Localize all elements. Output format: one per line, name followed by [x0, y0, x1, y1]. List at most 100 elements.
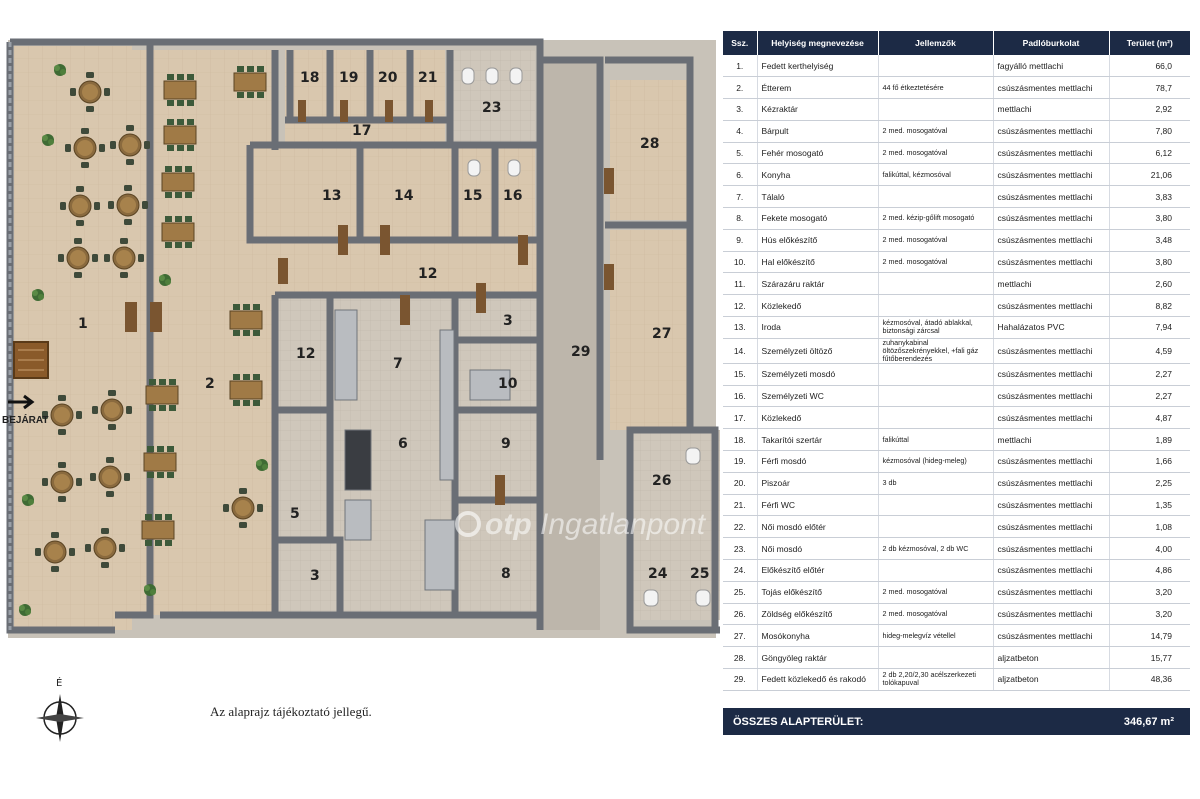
cell-features: kézmosóval (hideg-meleg) — [878, 450, 994, 473]
cell-name: Fedett kerthelyiség — [757, 55, 879, 78]
cell-floor: mettlachi — [993, 272, 1110, 296]
room-label-5: 5 — [290, 506, 300, 522]
room-label-21: 21 — [418, 70, 437, 86]
cell-features: 2 med. mosogatóval — [878, 229, 994, 252]
cell-area: 3,83 — [1109, 185, 1190, 209]
cell-name: Női mosdó — [757, 537, 879, 561]
cell-area: 78,7 — [1109, 76, 1190, 100]
header-area: Terület (m²) — [1109, 31, 1190, 55]
cell-no: 21. — [723, 494, 758, 517]
cell-area: 1,08 — [1109, 515, 1190, 539]
room-label-10: 10 — [498, 376, 518, 392]
cell-features — [878, 98, 994, 121]
compass-label: É — [56, 676, 62, 689]
room-label-18: 18 — [300, 70, 319, 86]
cell-name: Személyzeti öltöző — [757, 338, 879, 364]
cell-area: 1,35 — [1109, 494, 1190, 517]
cell-floor: csúszásmentes mettlachi — [993, 294, 1110, 318]
room-28-area — [610, 80, 690, 220]
cell-no: 23. — [723, 537, 758, 561]
room-label-3: 3 — [310, 568, 320, 584]
cell-no: 17. — [723, 406, 758, 430]
cell-name: Hal előkészítő — [757, 251, 879, 274]
cell-features: kézmosóval, átadó ablakkal, biztonsági z… — [878, 316, 994, 339]
cell-floor: csúszásmentes mettlachi — [993, 142, 1110, 165]
cell-features: 2 med. mosogatóval — [878, 142, 994, 165]
cell-area: 3,20 — [1109, 581, 1190, 604]
cell-floor: csúszásmentes mettlachi — [993, 581, 1110, 604]
cell-area: 66,0 — [1109, 55, 1190, 78]
cell-no: 28. — [723, 646, 758, 670]
cell-area: 4,86 — [1109, 559, 1190, 582]
room-label-13: 13 — [322, 188, 341, 204]
disclaimer-text: Az alaprajz tájékoztató jellegű. — [210, 704, 372, 719]
cell-no: 25. — [723, 581, 758, 604]
header-name: Helyiség megnevezése — [757, 31, 879, 55]
cell-features — [878, 515, 994, 539]
cell-floor: csúszásmentes mettlachi — [993, 207, 1110, 230]
cell-no: 11. — [723, 272, 758, 296]
room-27-area — [610, 230, 690, 430]
cell-floor: csúszásmentes mettlachi — [993, 120, 1110, 143]
cell-area: 4,87 — [1109, 406, 1190, 430]
cell-floor: csúszásmentes mettlachi — [993, 472, 1110, 495]
room-label-7: 7 — [393, 356, 403, 372]
doors — [125, 100, 614, 505]
cell-features — [878, 363, 994, 386]
entrance-arrow — [8, 394, 35, 410]
cell-no: 6. — [723, 163, 758, 187]
cell-features — [878, 406, 994, 430]
room-label-19: 19 — [339, 70, 358, 86]
cell-floor: csúszásmentes mettlachi — [993, 363, 1110, 386]
room-23-area — [450, 50, 535, 145]
cell-no: 24. — [723, 559, 758, 582]
room-label-25: 25 — [690, 566, 709, 582]
cell-no: 20. — [723, 472, 758, 495]
cell-features: 2 med. kézip-gőlift mosogató — [878, 207, 994, 230]
cell-no: 3. — [723, 98, 758, 121]
cell-floor: csúszásmentes mettlachi — [993, 537, 1110, 561]
cell-no: 9. — [723, 229, 758, 252]
cell-area: 3,80 — [1109, 207, 1190, 230]
cell-no: 1. — [723, 55, 758, 78]
cell-no: 26. — [723, 603, 758, 626]
cell-area: 4,00 — [1109, 537, 1190, 561]
cell-name: Iroda — [757, 316, 879, 339]
room-label-12b: 12 — [418, 266, 437, 282]
cell-no: 18. — [723, 428, 758, 452]
cell-no: 5. — [723, 142, 758, 165]
room-12-area — [275, 240, 540, 295]
cell-name: Takarítói szertár — [757, 428, 879, 452]
cell-no: 2. — [723, 76, 758, 100]
cell-features: hideg-melegvíz vétellel — [878, 624, 994, 648]
cell-no: 19. — [723, 450, 758, 473]
cell-floor: aljzatbeton — [993, 646, 1110, 670]
cell-features — [878, 55, 994, 78]
total-value: 346,67 m² — [1123, 715, 1174, 728]
total-area-bar: ÖSSZES ALAPTERÜLET: 346,67 m² — [723, 708, 1190, 735]
total-label: ÖSSZES ALAPTERÜLET: — [733, 715, 864, 728]
cell-area: 3,20 — [1109, 603, 1190, 626]
cell-name: Hús előkészítő — [757, 229, 879, 252]
cell-no: 4. — [723, 120, 758, 143]
cell-area: 1,89 — [1109, 428, 1190, 452]
cell-name: Közlekedő — [757, 406, 879, 430]
cell-area: 1,66 — [1109, 450, 1190, 473]
cell-no: 29. — [723, 668, 758, 691]
cell-name: Fedett közlekedő és rakodó — [757, 668, 879, 691]
cell-no: 16. — [723, 385, 758, 408]
cell-features — [878, 185, 994, 209]
